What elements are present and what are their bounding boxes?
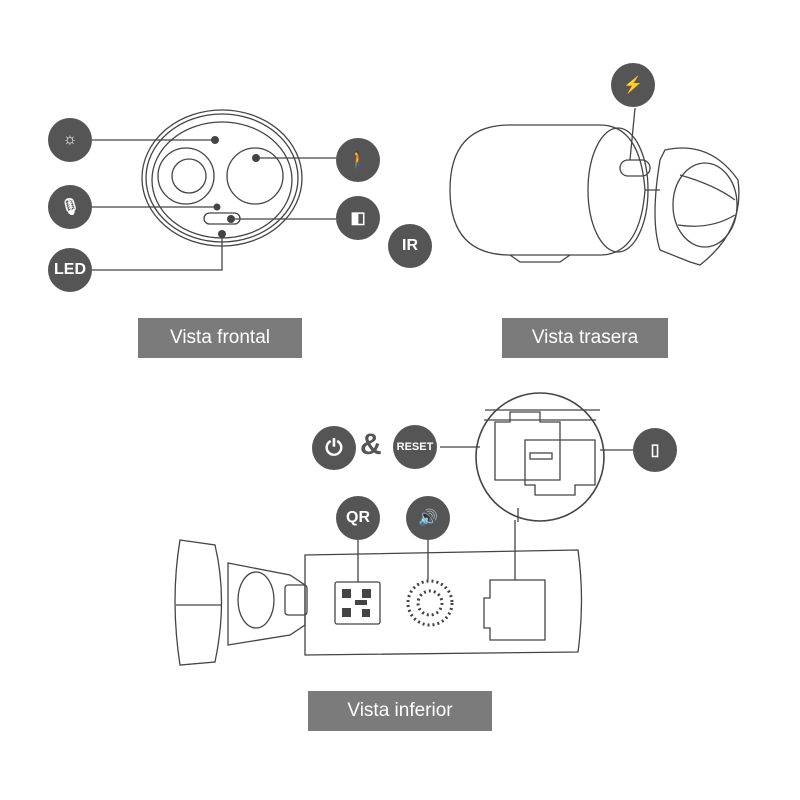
label-front-view: Vista frontal bbox=[138, 318, 302, 358]
and-symbol: & bbox=[360, 428, 382, 461]
bottom-view bbox=[174, 392, 633, 666]
label-rear-view: Vista trasera bbox=[502, 318, 668, 358]
ir-icon: IR bbox=[388, 224, 432, 268]
sd-card-icon: ▯ bbox=[633, 428, 677, 472]
reset-icon: RESET bbox=[393, 425, 437, 469]
microphone-icon: 🎙 bbox=[48, 185, 92, 229]
day-night-sensor-icon: ☼ bbox=[48, 118, 92, 162]
qr-icon: QR bbox=[336, 496, 380, 540]
charging-port-icon: ⚡ bbox=[611, 63, 655, 107]
led-icon: LED bbox=[48, 248, 92, 292]
front-view bbox=[92, 109, 336, 271]
speaker-icon: 🔊 bbox=[406, 496, 450, 540]
power-icon: ⏻ bbox=[312, 426, 356, 470]
rear-view bbox=[449, 107, 740, 266]
speaker-light-icon: ◧ bbox=[336, 196, 380, 240]
label-bottom-view: Vista inferior bbox=[308, 691, 492, 731]
motion-sensor-icon: 🚶 bbox=[336, 138, 380, 182]
